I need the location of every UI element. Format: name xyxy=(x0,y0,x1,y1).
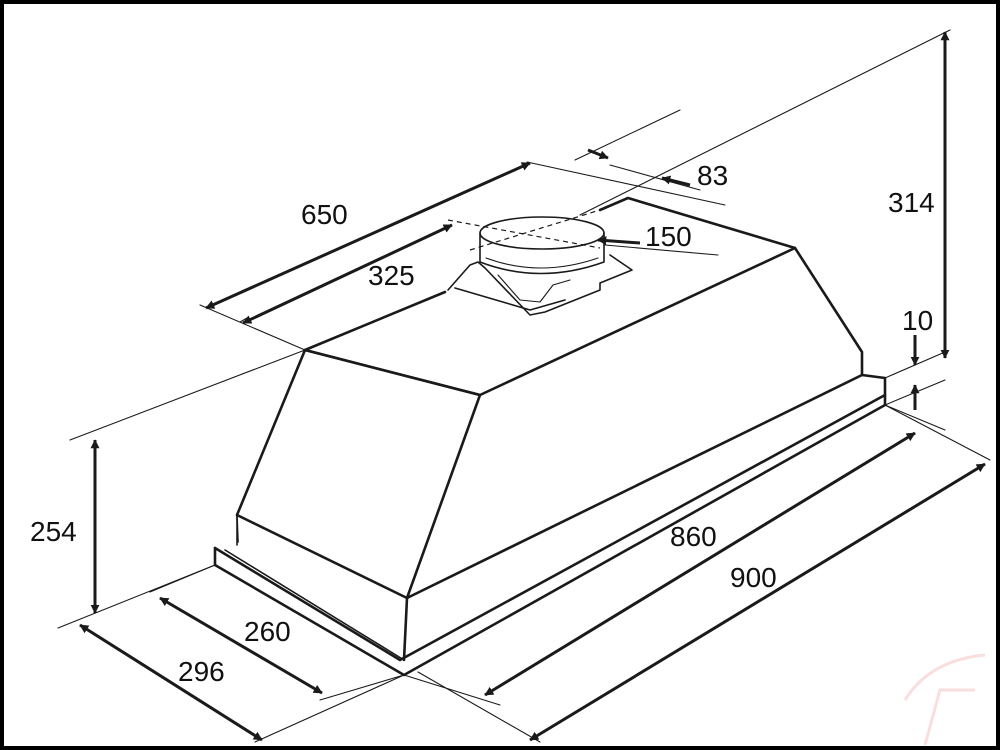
dim-314: 314 xyxy=(888,187,935,218)
arrow-325 xyxy=(242,223,453,325)
arrow-83-a xyxy=(587,148,609,160)
arrow-860 xyxy=(484,431,916,697)
arrow-83-b xyxy=(661,175,691,187)
watermark-logo xyxy=(903,653,986,746)
dim-10: 10 xyxy=(902,305,933,336)
dim-900: 900 xyxy=(730,562,777,593)
dim-650: 650 xyxy=(301,199,348,230)
dimension-labels: 650 325 83 150 314 10 254 860 900 260 29… xyxy=(30,160,935,687)
dim-150: 150 xyxy=(645,221,692,252)
cooker-hood-body xyxy=(213,196,887,677)
dim-325: 325 xyxy=(368,260,415,291)
dim-296: 296 xyxy=(178,656,225,687)
dim-254: 254 xyxy=(30,516,77,547)
arrow-150 xyxy=(597,236,641,246)
dim-860: 860 xyxy=(670,521,717,552)
arrow-296 xyxy=(79,623,263,742)
arrow-900 xyxy=(529,462,986,742)
dim-83: 83 xyxy=(697,160,728,191)
dim-260: 260 xyxy=(244,616,291,647)
dimension-arrows xyxy=(79,31,986,742)
extension-lines xyxy=(57,29,991,743)
